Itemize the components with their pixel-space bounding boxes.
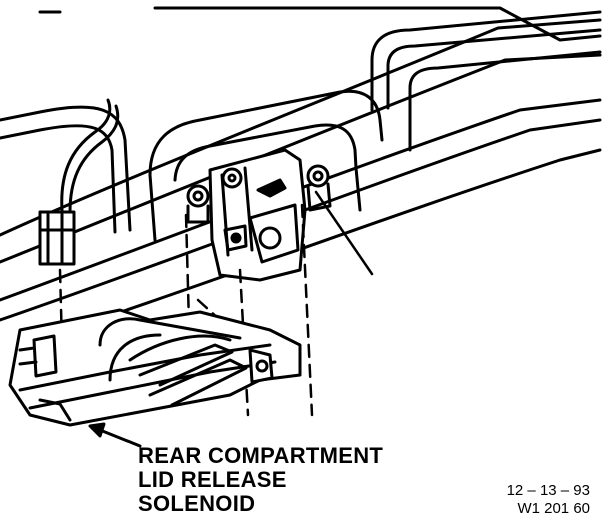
solenoid-label-line-1: REAR COMPARTMENT xyxy=(138,443,384,468)
right-bolt-icon xyxy=(306,164,332,212)
figure-date: 12 – 13 – 93 xyxy=(506,482,590,499)
left-opening-outline xyxy=(0,105,132,234)
center-bolt-icon xyxy=(221,167,243,189)
solenoid-label-line-3: SOLENOID xyxy=(138,491,256,516)
left-bolt-icon xyxy=(186,184,210,224)
arrowhead-icon xyxy=(88,422,106,438)
figure-code: W1 201 60 xyxy=(517,500,590,517)
wiring-harness xyxy=(38,98,120,266)
latch-assembly xyxy=(208,148,307,282)
solenoid-assembly xyxy=(8,308,302,427)
latch-mount-recess xyxy=(148,89,384,242)
solenoid-label: REAR COMPARTMENT LID RELEASE SOLENOID xyxy=(138,444,383,516)
solenoid-label-line-2: LID RELEASE xyxy=(138,467,287,492)
solenoid-callout-arrow xyxy=(88,422,142,448)
electrical-connector-icon xyxy=(38,210,76,266)
figure-reference: 12 – 13 – 93 W1 201 60 xyxy=(486,482,590,518)
mounting-bolts xyxy=(186,164,332,224)
bolt-leader-line xyxy=(314,190,374,276)
right-panel-outline xyxy=(370,10,602,152)
